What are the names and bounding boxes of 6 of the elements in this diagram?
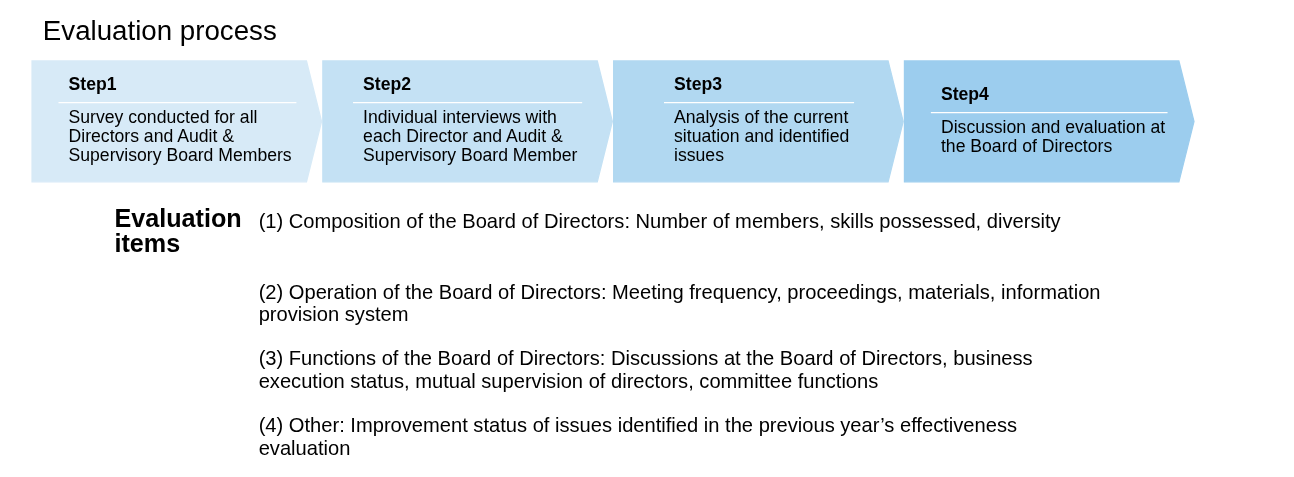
label: Evaluation items: [114, 204, 242, 258]
label: (3) Functions of the Board of Directors: Discussions at the Board of Directors, business execution status, mutual supervision of directors, committee functions: [258, 347, 1033, 393]
diagram-title: Evaluation process: [42, 15, 277, 47]
label: (1) Composition of the Board of Directors: Number of members, skills possessed, diversity: [258, 210, 1061, 233]
label: (4) Other: Improvement status of issues identified in the previous year’s effectiveness evaluation: [258, 414, 1018, 459]
label: (2) Operation of the Board of Directors: Meeting frequency, proceedings, materials, information provision system: [258, 280, 1101, 326]
